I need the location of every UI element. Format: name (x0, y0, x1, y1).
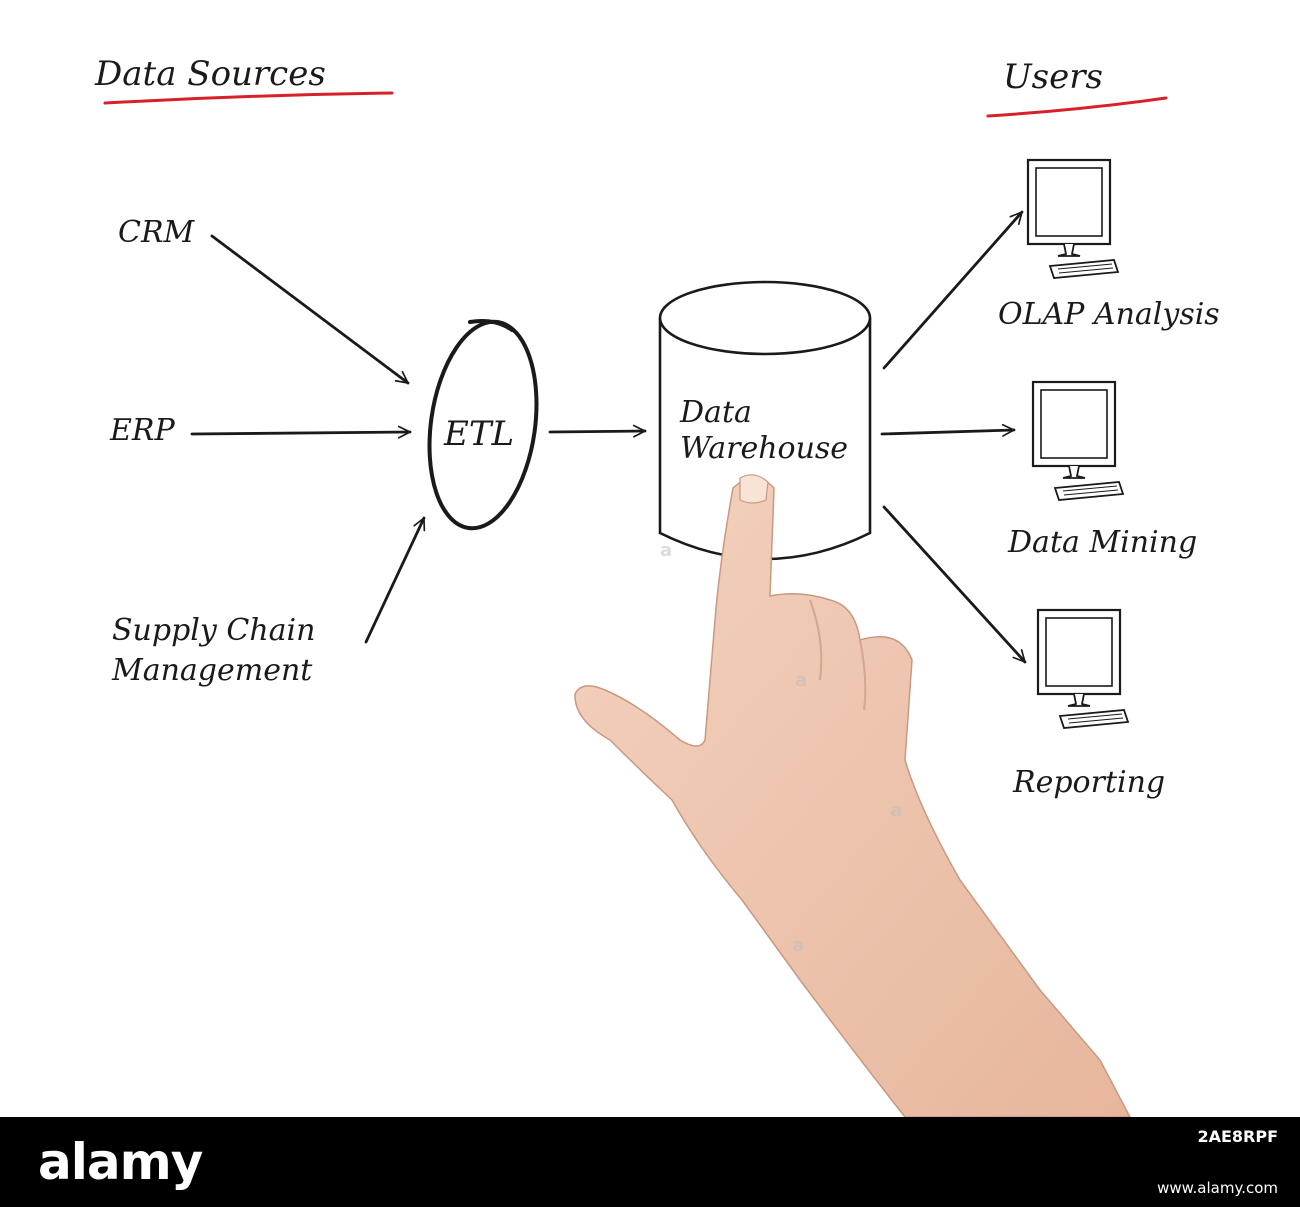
etl-node: ETL (427, 319, 539, 531)
arrow-warehouse-to-reporting (882, 505, 1027, 664)
arrow-erp-to-etl (190, 425, 412, 439)
watermark-mark: a (792, 935, 805, 956)
arrow-warehouse-to-olap (882, 210, 1024, 370)
users-heading: Users (1003, 57, 1103, 97)
finger-creases (809, 599, 867, 711)
watermark-mark: a (890, 800, 903, 821)
warehouse-top (658, 280, 872, 356)
pointing-hand-photo (574, 474, 1132, 1118)
etl-oval-overlap-stroke (468, 319, 514, 332)
data-sources-underline (103, 91, 394, 105)
footer-bar: alamy 2AE8RPF www.alamy.com (0, 1117, 1300, 1207)
watermark-mark: a (795, 670, 808, 691)
computer-icon (1031, 380, 1125, 501)
arrow-crm-to-etl (210, 234, 410, 385)
alamy-logo: alamy (38, 1133, 203, 1191)
users-underline (986, 96, 1168, 118)
etl-label: ETL (443, 414, 514, 454)
arrow-scm-to-etl (364, 516, 426, 644)
warehouse-label-line2: Warehouse (680, 431, 848, 466)
data-warehouse-node: Data Warehouse (658, 280, 872, 561)
user-olap-label: OLAP Analysis (998, 297, 1220, 332)
user-mining-label: Data Mining (1007, 525, 1197, 560)
hand-shape (574, 477, 1132, 1118)
user-reporting-label: Reporting (1012, 765, 1165, 800)
fingernail (739, 474, 769, 504)
watermark-mark: a (660, 540, 673, 561)
arrow-etl-to-warehouse (548, 424, 647, 438)
source-crm-label: CRM (118, 215, 196, 250)
source-erp-label: ERP (109, 413, 175, 448)
warehouse-label-line1: Data (679, 395, 752, 430)
data-sources-heading: Data Sources (94, 54, 326, 94)
source-scm-label-line2: Management (111, 653, 313, 688)
image-id: 2AE8RPF (1197, 1127, 1278, 1146)
source-scm-label-line1: Supply Chain (112, 613, 315, 648)
computer-icon (1026, 158, 1120, 279)
arrow-warehouse-to-mining (880, 423, 1016, 437)
computer-icon (1036, 608, 1130, 729)
footer-url: www.alamy.com (1157, 1179, 1278, 1197)
